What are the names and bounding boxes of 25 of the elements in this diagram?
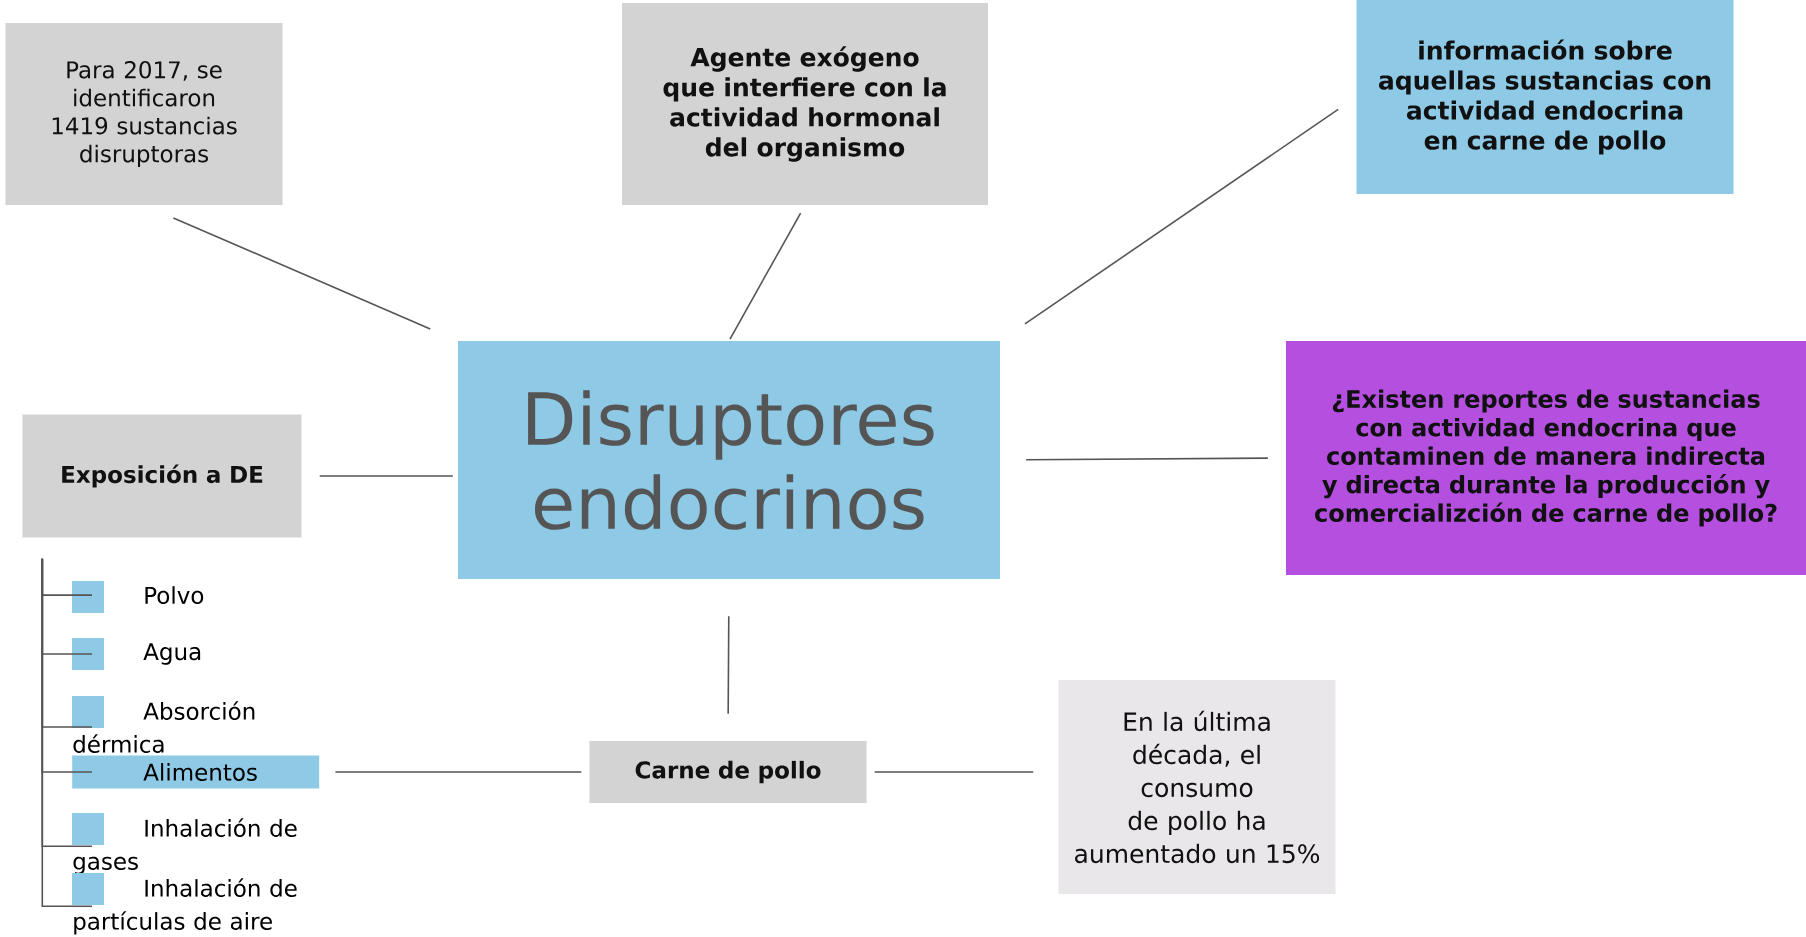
connector-line xyxy=(172,217,432,330)
node-label: Agua xyxy=(143,643,201,665)
list-item: Absorción dérmica xyxy=(72,696,255,753)
list-item: Inhalación de partículas de aire xyxy=(72,873,297,935)
definition-box: Agente exógeno que interfiere con la actividad hormonal del organismo xyxy=(622,3,988,205)
connector-line xyxy=(729,212,802,340)
question-box: ¿Existen reportes de sustancias con actividad endocrina que contaminen de manera indirecta y directa durante la producción y comercializción de carne de pollo? xyxy=(1286,341,1806,575)
connector-line xyxy=(334,771,583,773)
objective-box: información sobre aquellas sustancias con actividad endocrina en carne de pollo xyxy=(1356,0,1734,194)
list-item: Polvo xyxy=(72,581,204,613)
fact-box: En la última década, el consumo de pollo ha aumentado un 15% xyxy=(1058,680,1336,894)
title-box: Disruptores endocrinos xyxy=(458,341,1000,579)
connector-line xyxy=(1024,108,1339,325)
topic-box: Exposición a DE xyxy=(22,414,302,538)
connector-line xyxy=(873,771,1035,773)
topic-box: Carne de pollo xyxy=(589,741,867,803)
connector-line xyxy=(41,557,93,908)
list-item: Inhalación de gases xyxy=(72,813,297,875)
highlighted-item: Alimentos xyxy=(72,755,320,789)
note-box: Para 2017, se identificaron 1419 sustancias disruptoras xyxy=(5,23,283,205)
list-item: Agua xyxy=(72,638,201,670)
connector-line xyxy=(727,615,730,715)
node-label: Polvo xyxy=(145,586,204,605)
connector-line xyxy=(1025,457,1269,461)
connector-line xyxy=(318,475,454,477)
